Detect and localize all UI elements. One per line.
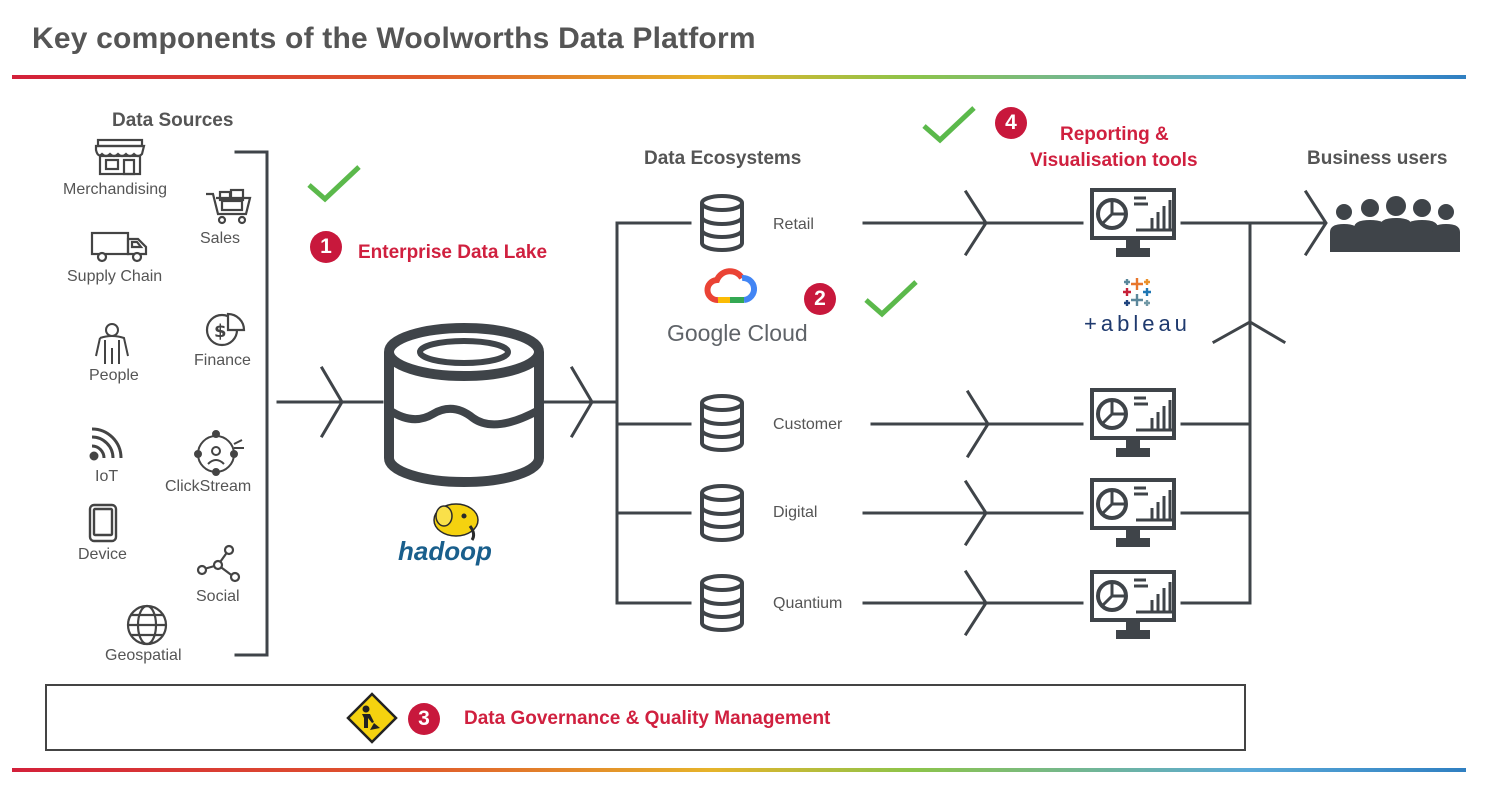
data-lake-database-icon xyxy=(384,323,544,487)
dashboard-monitor-icon xyxy=(1090,188,1176,257)
google-cloud-icon xyxy=(704,268,758,303)
svg-text:$: $ xyxy=(214,321,227,342)
reporting-label-line2: Visualisation tools xyxy=(1030,150,1198,171)
source-label-sales: Sales xyxy=(200,230,241,247)
step-badge-3: 3 xyxy=(408,703,440,735)
social-network-icon xyxy=(196,544,241,583)
arrow-lake-to-ecosystems xyxy=(569,365,594,439)
source-label-social: Social xyxy=(196,588,240,605)
shopping-cart-icon xyxy=(206,188,252,225)
source-label-people: People xyxy=(89,367,139,384)
ecosystem-label-digital: Digital xyxy=(773,504,818,521)
source-label-iot: IoT xyxy=(95,468,119,485)
arrow-quantium-to-reporting xyxy=(963,569,988,637)
tablet-icon xyxy=(88,503,118,543)
truck-icon xyxy=(90,231,148,263)
dashboard-monitor-icon xyxy=(1090,478,1176,547)
data-sources-header: Data Sources xyxy=(112,110,234,131)
step-badge-2: 2 xyxy=(804,283,836,315)
sources-bracket xyxy=(234,150,269,657)
road-work-warning-icon xyxy=(346,692,398,744)
bottom-divider xyxy=(12,768,1466,772)
page-title: Key components of the Woolworths Data Pl… xyxy=(32,22,756,55)
arrow-digital-to-reporting xyxy=(963,479,988,547)
person-icon xyxy=(95,323,129,364)
governance-box xyxy=(45,684,1246,751)
hadoop-elephant-icon xyxy=(433,503,479,541)
arrow-sources-to-lake xyxy=(319,365,344,439)
arrow-to-business-users xyxy=(1303,189,1328,257)
source-label-supply-chain: Supply Chain xyxy=(67,268,163,285)
database-customer-icon xyxy=(700,394,744,452)
check-mark-icon xyxy=(307,165,361,203)
dashboard-monitor-icon xyxy=(1090,570,1176,639)
tableau-logo-text: +ableau xyxy=(1084,311,1191,336)
source-label-clickstream: ClickStream xyxy=(165,478,252,495)
hadoop-logo-text: hadoop xyxy=(398,536,492,566)
source-label-merchandising: Merchandising xyxy=(63,181,168,198)
arrow-retail-to-reporting xyxy=(963,189,988,257)
tableau-mark-icon xyxy=(1123,278,1151,306)
check-mark-icon xyxy=(864,280,918,318)
ecosystem-label-retail: Retail xyxy=(773,216,814,233)
clickstream-icon xyxy=(194,430,244,476)
ecosystem-label-quantium: Quantium xyxy=(773,595,843,612)
user-group-icon xyxy=(1330,196,1460,252)
globe-icon xyxy=(126,604,168,646)
ecosystem-label-customer: Customer xyxy=(773,416,843,433)
google-cloud-logo-text: Google Cloud xyxy=(667,320,808,346)
finance-icon: $ xyxy=(205,312,246,347)
database-quantium-icon xyxy=(700,574,744,632)
dashboard-monitor-icon xyxy=(1090,388,1176,457)
reporting-label-line1: Reporting & xyxy=(1060,124,1169,145)
wifi-icon xyxy=(89,427,123,461)
source-label-geospatial: Geospatial xyxy=(105,647,182,664)
arrow-up-merge xyxy=(1211,320,1287,345)
top-divider xyxy=(12,75,1466,79)
database-retail-icon xyxy=(700,194,744,252)
step-badge-4: 4 xyxy=(995,107,1027,139)
storefront-icon xyxy=(94,138,146,176)
governance-label: Data Governance & Quality Management xyxy=(464,708,831,729)
enterprise-data-lake-label: Enterprise Data Lake xyxy=(358,242,548,263)
check-mark-icon xyxy=(922,106,976,144)
data-ecosystems-header: Data Ecosystems xyxy=(644,148,802,169)
source-label-finance: Finance xyxy=(194,352,251,369)
arrow-customer-to-reporting xyxy=(965,389,990,459)
step-badge-1: 1 xyxy=(310,231,342,263)
database-digital-icon xyxy=(700,484,744,542)
source-label-device: Device xyxy=(78,546,127,563)
business-users-header: Business users xyxy=(1307,148,1448,169)
